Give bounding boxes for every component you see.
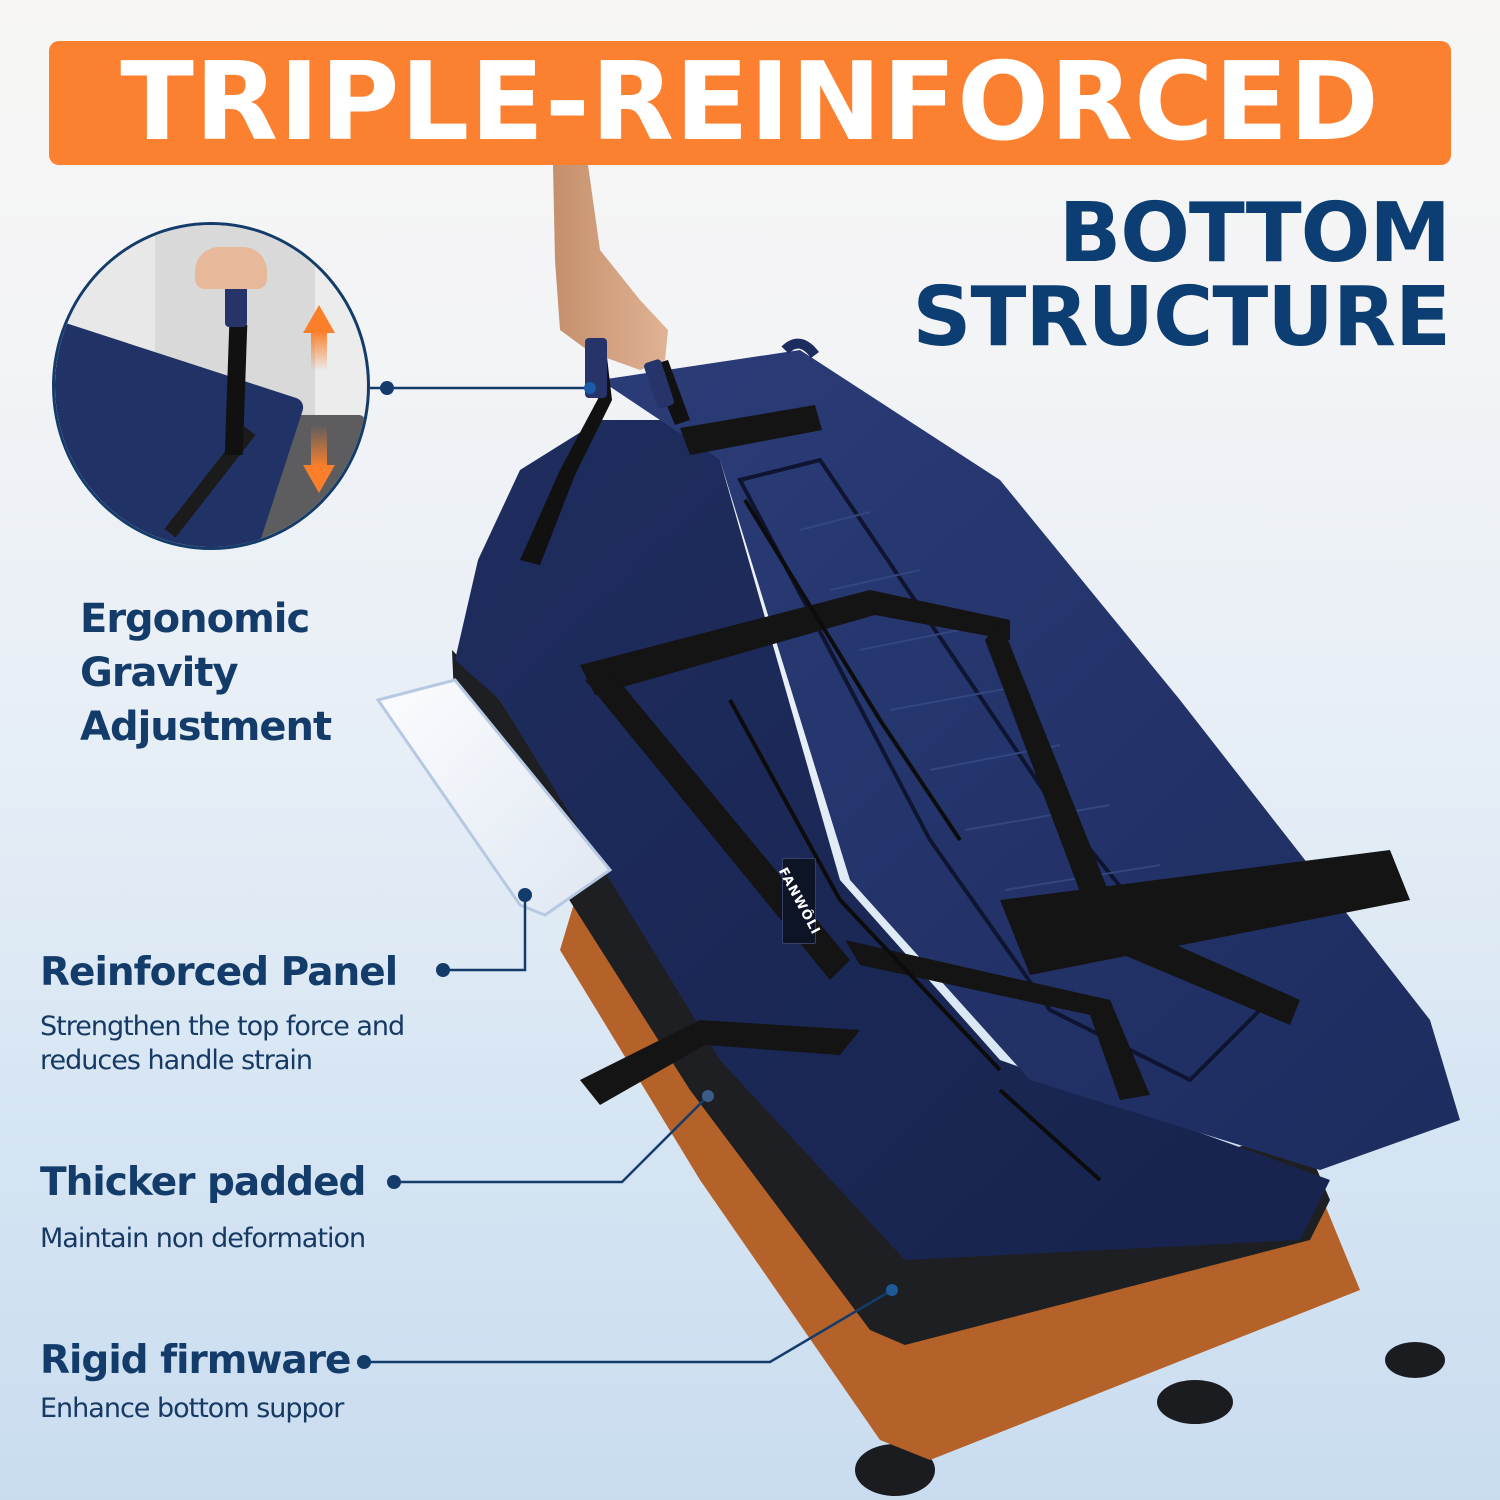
arrow-up-tail [311, 331, 327, 371]
bag-side-face [455, 420, 1330, 1260]
brand-label: FANWÔLI [775, 858, 823, 944]
zippers [728, 498, 1102, 1182]
brand-label-text: FANWÔLI [775, 864, 823, 938]
feature-desc-rigid-firmware: Enhance bottom suppor [40, 1393, 344, 1424]
carry-handle-left [520, 340, 612, 565]
ergonomic-line-1: Ergonomic [80, 596, 310, 642]
arrow-up-icon [303, 305, 335, 333]
reinforced-panel [375, 678, 613, 917]
subtitle: BOTTOM STRUCTURE [912, 186, 1451, 365]
feature-desc-reinforced-panel: Strengthen the top force and reduces han… [40, 1010, 405, 1078]
inset-hand [195, 247, 267, 289]
handle-closeup-inset [52, 222, 370, 550]
top-loop [781, 338, 819, 359]
handle-grip-right [644, 359, 674, 409]
callout-lines [362, 386, 893, 1364]
rigid-base-board [560, 900, 1360, 1460]
feature-title-rigid-firmware: Rigid firmware [40, 1338, 351, 1383]
feature-title-reinforced-panel: Reinforced Panel [40, 950, 398, 995]
subtitle-line-1: BOTTOM [1058, 186, 1451, 281]
banner-title: TRIPLE-REINFORCED [120, 40, 1380, 165]
subtitle-line-2: STRUCTURE [912, 270, 1451, 365]
ergonomic-label: Ergonomic Gravity Adjustment [80, 592, 332, 754]
arrow-down-icon [303, 465, 335, 493]
ergonomic-line-2: Gravity [80, 650, 239, 696]
bag-top-face [600, 350, 1460, 1170]
feature-desc-line: reduces handle strain [40, 1045, 313, 1076]
feature-desc-thicker-padded: Maintain non deformation [40, 1223, 366, 1254]
feature-title-thicker-padded: Thicker padded [40, 1160, 366, 1205]
ergonomic-line-3: Adjustment [80, 704, 332, 750]
wheels [855, 1342, 1445, 1496]
arrow-down-tail [311, 425, 327, 467]
callout-dots [357, 381, 898, 1369]
hand-holding-handle [553, 165, 668, 370]
header-banner: TRIPLE-REINFORCED [49, 41, 1451, 165]
feature-desc-line: Strengthen the top force and [40, 1011, 405, 1042]
